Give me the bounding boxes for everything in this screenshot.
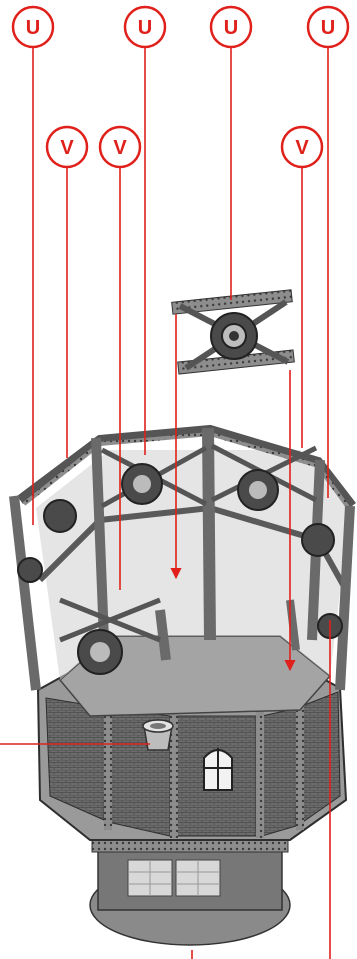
callout-u3: U [211,7,251,47]
callout-v3: V [282,127,322,167]
svg-text:U: U [26,17,40,39]
svg-text:U: U [321,17,335,39]
callout-u2: U [125,7,165,47]
svg-text:V: V [113,137,127,159]
svg-text:U: U [224,17,238,39]
panel-frame [172,290,295,374]
svg-text:V: V [60,137,74,159]
callout-u1: U [13,7,53,47]
svg-text:V: V [295,137,309,159]
callout-v2: V [100,127,140,167]
window [204,748,232,790]
svg-text:U: U [138,17,152,39]
tower-base [90,838,290,945]
callout-u4: U [308,7,348,47]
callout-v1: V [47,127,87,167]
chimney-pot [143,720,173,750]
